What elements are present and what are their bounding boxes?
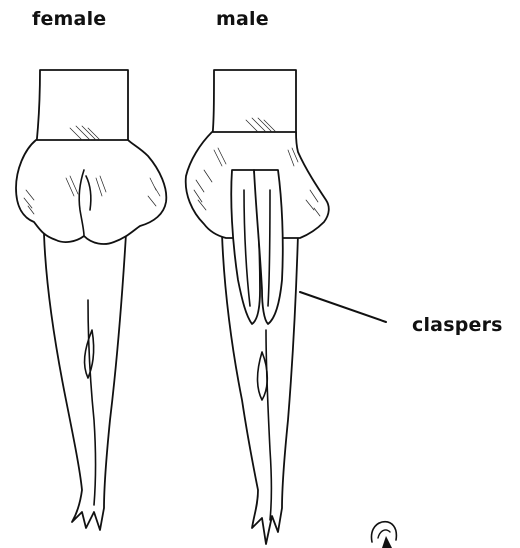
claspers-pointer-line <box>300 292 386 322</box>
male-specimen <box>186 70 329 544</box>
female-tail <box>44 234 126 530</box>
cursor-icon <box>371 522 396 548</box>
female-body <box>36 70 128 148</box>
male-body <box>212 70 296 140</box>
female-specimen <box>16 70 166 530</box>
